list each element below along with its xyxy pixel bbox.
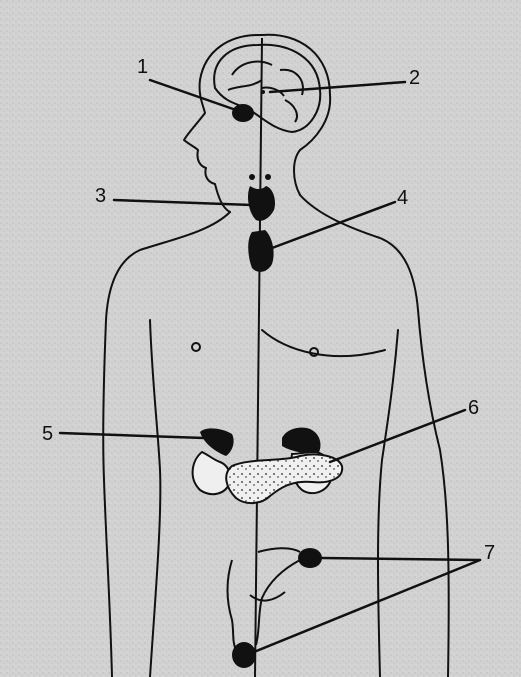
label-2: 2 xyxy=(409,68,420,88)
label-4: 4 xyxy=(397,188,408,208)
label-5: 5 xyxy=(42,424,53,444)
pineal-gland xyxy=(261,90,265,94)
label-6: 6 xyxy=(468,398,479,418)
label-1: 1 xyxy=(137,57,148,77)
gonad-upper xyxy=(298,548,322,568)
label-7: 7 xyxy=(484,543,495,563)
label-3: 3 xyxy=(95,186,106,206)
pituitary-gland xyxy=(232,104,254,122)
